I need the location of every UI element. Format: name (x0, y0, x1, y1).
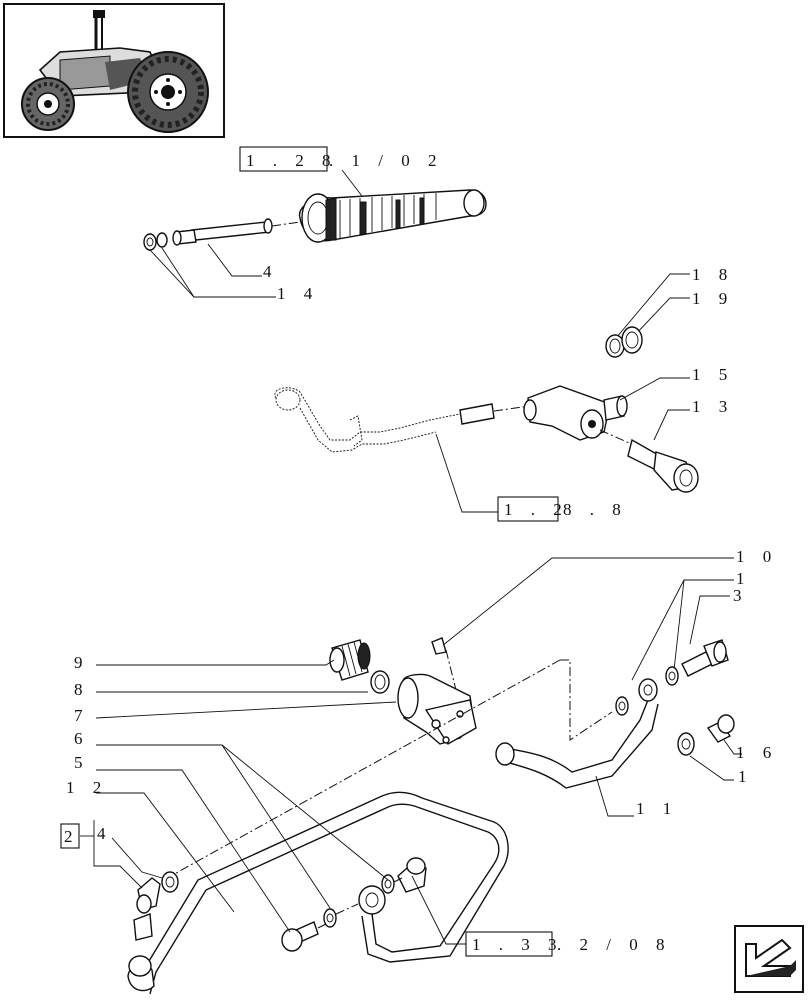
pipe-11 (495, 678, 659, 789)
callout-5: 5 (74, 753, 83, 772)
bolt-5 (281, 903, 359, 952)
callout-19: 1 9 (692, 289, 734, 308)
callout-16: 1 6 (736, 743, 778, 762)
svg-text:1 . 3 3: 1 . 3 3 (472, 935, 564, 954)
callout-9: 9 (74, 653, 83, 672)
callout-15: 1 5 (692, 365, 734, 384)
callout-3: 3 (733, 586, 742, 605)
plug-16 (677, 714, 735, 756)
callout-18: 1 8 (692, 265, 734, 284)
svg-text:. 2 / 0 8: . 2 / 0 8 (557, 935, 671, 954)
t-fitting (523, 385, 628, 441)
callout-10: 1 0 (736, 547, 778, 566)
callout-11: 1 1 (636, 799, 678, 818)
ref-label-1-33: 1 . 3 3 . 2 / 0 8 (465, 931, 671, 957)
pto-shaft (143, 189, 487, 251)
banjo-bolt-13 (599, 429, 699, 493)
svg-text:2: 2 (64, 827, 73, 846)
bolt-3 (681, 639, 729, 677)
callout-14: 1 4 (277, 284, 319, 303)
tractor-thumbnail (3, 3, 225, 138)
callout-6: 6 (74, 729, 83, 748)
o-ring-8 (370, 670, 390, 694)
fitting-4-lower (133, 871, 179, 941)
callout-4: 4 (263, 262, 272, 281)
callout-1-top: 1 (736, 569, 745, 588)
o-ring-19 (621, 326, 643, 354)
callout-13: 1 3 (692, 397, 734, 416)
tractor-icon (21, 10, 209, 133)
pipe-12 (127, 791, 509, 995)
washers-5-6 (323, 874, 395, 928)
washer-1-upper (615, 666, 679, 716)
ref-label-2: 2 4 (60, 823, 106, 849)
ref-label-1-2: 1 . 2 8 . 8 (497, 496, 628, 522)
filter-housing-7 (397, 673, 477, 745)
svg-text:1 . 2: 1 . 2 (504, 500, 569, 519)
pin-10 (431, 637, 457, 691)
snap-ring-18 (605, 334, 625, 358)
ref-label-1-28: 1 . 2 8 . 1 / 0 2 (239, 146, 443, 172)
svg-text:1 . 2 8: 1 . 2 8 (246, 151, 338, 170)
callout-1-bottom: 1 (738, 767, 747, 786)
next-page-arrow-icon[interactable] (734, 925, 804, 993)
callout-8: 8 (74, 680, 83, 699)
callout-12: 1 2 (66, 778, 108, 797)
svg-text:8 . 8: 8 . 8 (563, 500, 628, 519)
svg-text:. 1 / 0 2: . 1 / 0 2 (329, 151, 443, 170)
callout-7: 7 (74, 706, 83, 725)
filter-9 (329, 639, 371, 681)
lubrication-pipe (274, 387, 531, 453)
svg-text:4: 4 (97, 824, 106, 843)
fitting-lower-right (393, 857, 427, 893)
